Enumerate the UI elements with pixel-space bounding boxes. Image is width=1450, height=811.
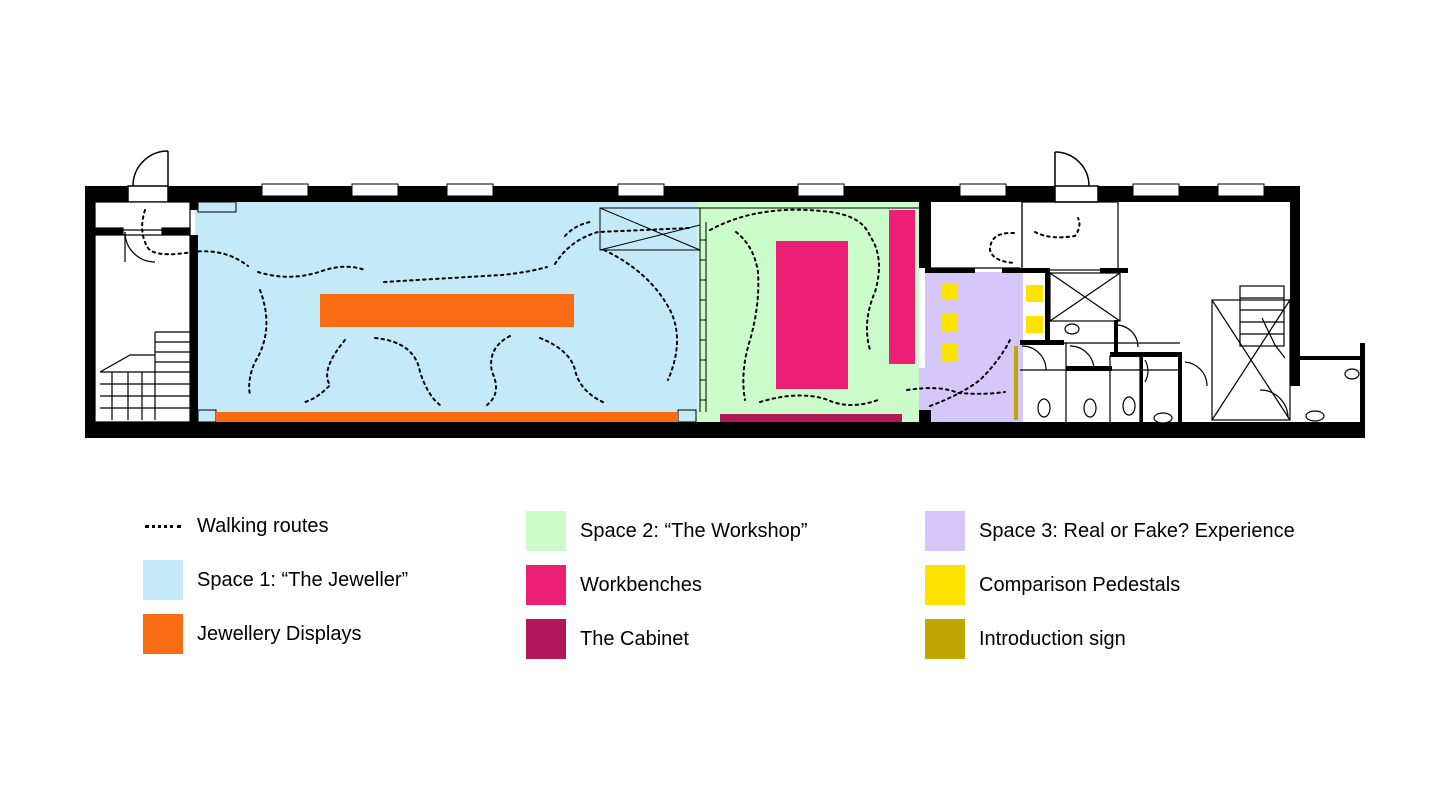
left-stair-room: [94, 201, 191, 423]
pedestal: [941, 344, 958, 361]
workbench-center: [776, 241, 848, 389]
entrance-door-right: [1054, 151, 1099, 203]
legend-label: Comparison Pedestals: [979, 573, 1181, 596]
pedestal: [1026, 316, 1043, 333]
legend-jewellery-displays: Jewellery Displays: [143, 614, 362, 654]
entrance-door-left: [127, 150, 169, 203]
service-walls: [1020, 268, 1182, 422]
legend-workbenches: Workbenches: [526, 565, 702, 605]
comparison-pedestals: [941, 283, 1043, 361]
legend-walking-routes: Walking routes: [143, 506, 329, 546]
legend-label: Workbenches: [580, 573, 702, 596]
space1-swatch: [143, 560, 183, 600]
legend-label: Space 1: “The Jeweller”: [197, 568, 409, 591]
legend-intro-sign: Introduction sign: [925, 619, 1126, 659]
the-cabinet: [720, 414, 902, 422]
space2-swatch: [526, 511, 566, 551]
intro-sign-swatch: [925, 619, 965, 659]
space3-area: [925, 272, 1023, 422]
jewellery-display-wall: [216, 412, 678, 422]
walking-routes: [141, 208, 1081, 407]
space3-corridor: [919, 368, 929, 412]
pedestal: [941, 283, 958, 300]
walking-routes-swatch: [143, 506, 183, 546]
cabinet-swatch: [526, 619, 566, 659]
legend-label: Walking routes: [197, 514, 329, 537]
pedestal: [1026, 285, 1043, 302]
legend-pedestals: Comparison Pedestals: [925, 565, 1180, 605]
legend-space1: Space 1: “The Jeweller”: [143, 560, 408, 600]
legend-label: Jewellery Displays: [197, 622, 362, 645]
workbenches-swatch: [526, 565, 566, 605]
jewellery-displays-swatch: [143, 614, 183, 654]
windows: [261, 183, 1265, 197]
legend-label: The Cabinet: [580, 627, 689, 650]
pedestals-swatch: [925, 565, 965, 605]
legend-space3: Space 3: Real or Fake? Experience: [925, 511, 1295, 551]
legend-cabinet: The Cabinet: [526, 619, 689, 659]
legend-label: Introduction sign: [979, 627, 1126, 650]
introduction-sign: [1014, 346, 1018, 420]
legend-label: Space 2: “The Workshop”: [580, 519, 808, 542]
space3-swatch: [925, 511, 965, 551]
legend-space2: Space 2: “The Workshop”: [526, 511, 808, 551]
jewellery-display-center: [320, 294, 574, 327]
workbench-wall: [889, 210, 915, 364]
legend-label: Space 3: Real or Fake? Experience: [979, 519, 1295, 542]
pedestal: [941, 314, 958, 331]
toilet-fixtures: [1037, 323, 1360, 424]
